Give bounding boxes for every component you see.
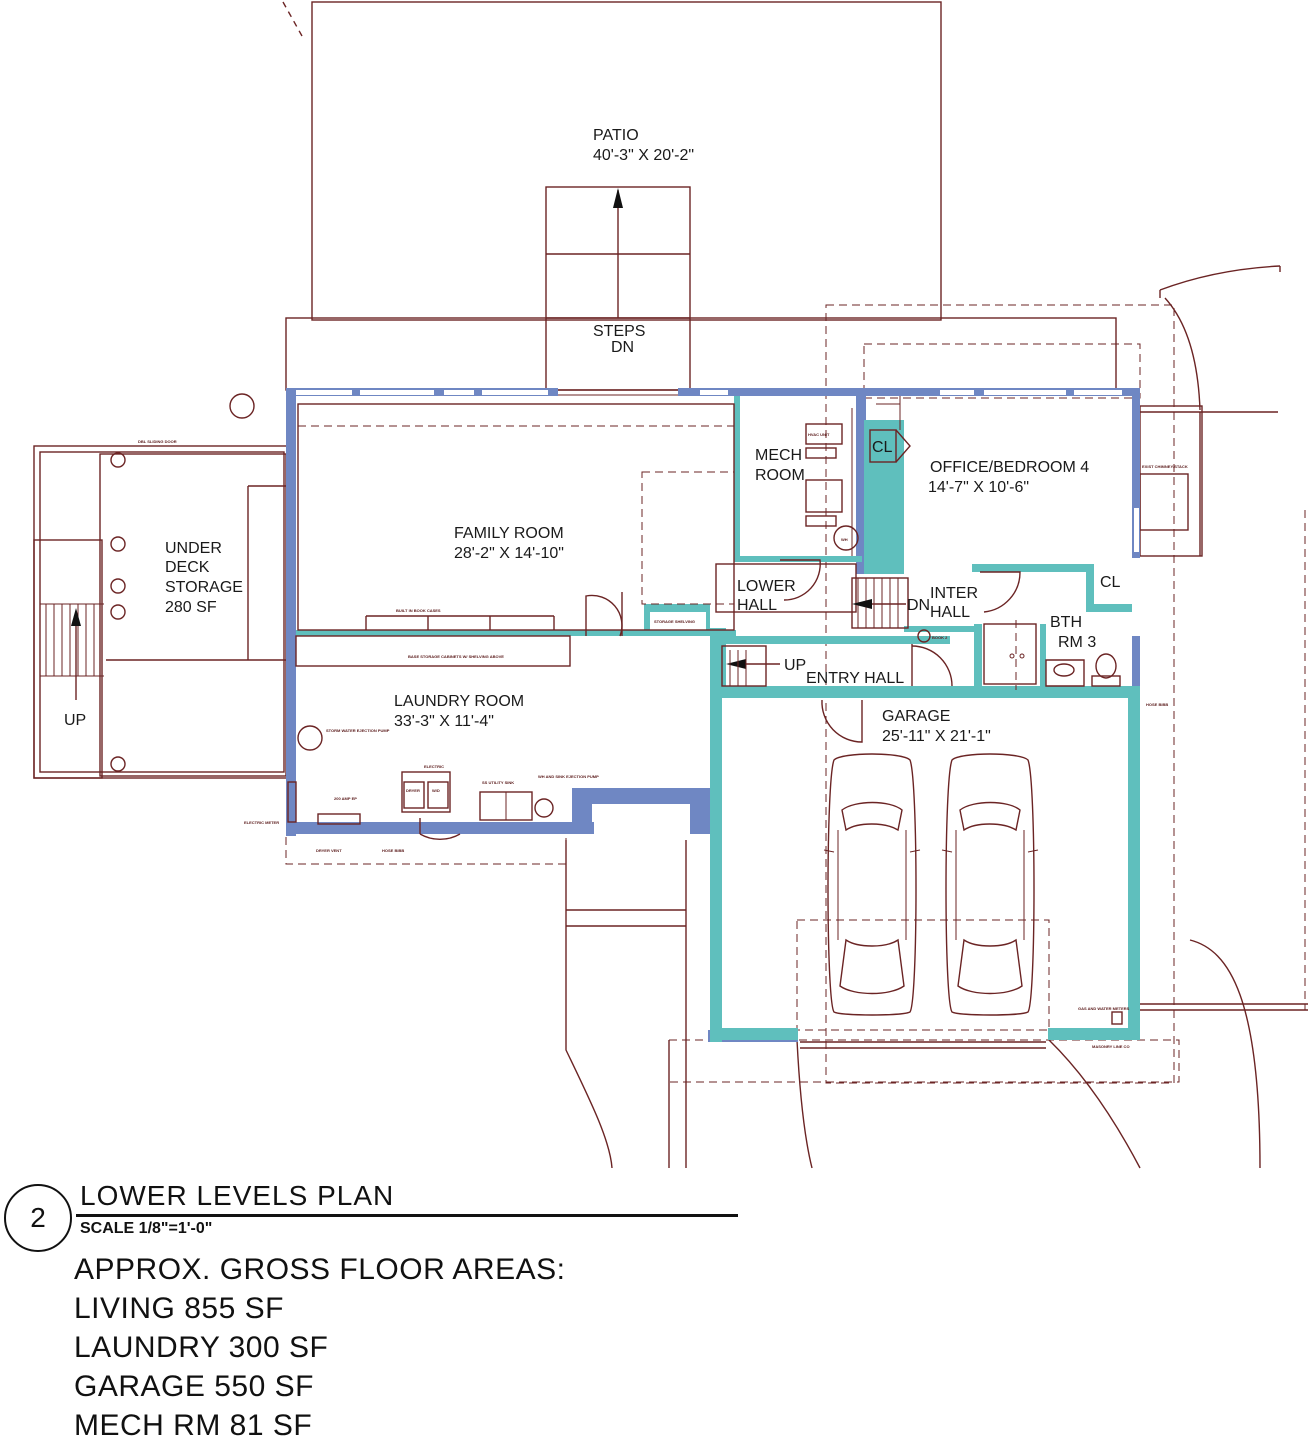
storage-shelving-note: STORAGE SHELVING [654, 619, 695, 624]
utility-sink-note: SS UTILITY SINK [482, 780, 514, 785]
area-item: LIVING 855 SF [74, 1292, 284, 1325]
under-deck-label-3: STORAGE [165, 579, 243, 596]
plan-number-circle: 2 [4, 1184, 72, 1252]
family-room-label: FAMILY ROOM [454, 525, 564, 542]
lower-hall-label-2: HALL [737, 597, 777, 614]
mech-room-label-2: ROOM [755, 467, 805, 484]
fixture-annotations: DBL SLIDING DOOR BUILT IN BOOK CASES BAS… [138, 432, 1188, 1049]
water-heater-note: WH [841, 537, 848, 542]
family-room-dims: 28'-2" X 14'-10" [454, 545, 564, 562]
teal-walls [296, 396, 1140, 1042]
hvac-note: HVAC UNIT [808, 432, 830, 437]
car-right [941, 753, 1039, 1016]
amp-note: 200 AMP EP [334, 796, 357, 801]
under-deck-label-2: DECK [165, 559, 210, 576]
ejection-pump-note: WH AND SINK EJECTION PUMP [538, 774, 599, 779]
stair-dn-label: DN [907, 597, 930, 614]
steps-dn-label: DN [611, 339, 634, 356]
garage-label: GARAGE [882, 708, 950, 725]
deck-up-label: UP [64, 712, 86, 729]
dryer-vent-note: DRYER VENT [316, 848, 342, 853]
inter-hall-label-2: HALL [930, 604, 970, 621]
electric-note: ELECTRIC [424, 764, 444, 769]
under-deck-area: 280 SF [165, 599, 217, 616]
gas-water-note: GAS AND WATER METERS [1078, 1006, 1130, 1011]
base-storage-note: BASE STORAGE CABINETS W/ SHELVING ABOVE [408, 654, 504, 659]
bath-label-2: RM 3 [1058, 634, 1096, 651]
patio-area [282, 1, 1117, 391]
garage-cars [800, 753, 1123, 1049]
mech-room-label-1: MECH [755, 447, 802, 464]
lower-hall-label-1: LOWER [737, 578, 796, 595]
interior-lines [295, 396, 1121, 743]
areas-heading: APPROX. GROSS FLOOR AREAS: [74, 1253, 566, 1286]
closet-label-bath: CL [1100, 574, 1121, 591]
area-item: MECH RM 81 SF [74, 1409, 313, 1442]
steps-label: STEPS [593, 323, 645, 340]
car-left [823, 753, 921, 1016]
title-rule [76, 1214, 738, 1217]
exterior-note: EXIST CHIMNEY/STACK [1142, 464, 1188, 469]
closet-label-office: CL [872, 439, 893, 456]
patio-dims: 40'-3" X 20'-2" [593, 147, 694, 164]
office-label: OFFICE/BEDROOM 4 [930, 459, 1089, 476]
gross-floor-areas: APPROX. GROSS FLOOR AREAS: LIVING 855 SF… [74, 1250, 565, 1445]
stair-note: BOOK 2 [932, 635, 948, 640]
sliding-door-note: DBL SLIDING DOOR [138, 439, 177, 444]
laundry-fixtures [287, 725, 554, 841]
masonry-note: MASONRY LINE CO [1092, 1044, 1130, 1049]
plan-scale: SCALE 1/8"=1'-0" [80, 1220, 213, 1237]
area-item: LAUNDRY 300 SF [74, 1331, 329, 1364]
bath-label-1: BTH [1050, 614, 1082, 631]
hose-bibb-note: HOSE BIBB [382, 848, 404, 853]
laundry-room-label: LAUNDRY ROOM [394, 693, 524, 710]
entry-hall-label: ENTRY HALL [806, 670, 904, 687]
room-labels: PATIO 40'-3" X 20'-2" STEPS DN UNDER DEC… [64, 127, 1121, 745]
site-outlines [285, 265, 1308, 1169]
entry-up-label: UP [784, 657, 806, 674]
laundry-room-dims: 33'-3" X 11'-4" [394, 713, 494, 730]
electric-meter-note: ELECTRIC METER [244, 820, 279, 825]
garage-dims: 25'-11" X 21'-1" [882, 728, 991, 745]
patio-label: PATIO [593, 127, 639, 144]
storm-pump-note: STORM WATER EJECTION PUMP [326, 728, 390, 733]
under-deck-label-1: UNDER [165, 540, 222, 557]
inter-hall-label-1: INTER [930, 585, 978, 602]
washer-note: W/D [432, 788, 440, 793]
deck-stair [40, 603, 104, 700]
title-block: 2 LOWER LEVELS PLAN SCALE 1/8"=1'-0" APP… [0, 1170, 760, 1442]
built-in-cases-note: BUILT IN BOOK CASES [396, 608, 441, 613]
plan-title: LOWER LEVELS PLAN [80, 1180, 395, 1211]
area-item: GARAGE 550 SF [74, 1370, 314, 1403]
hose-bibb-2-note: HOSE BIBB [1146, 702, 1168, 707]
office-dims: 14'-7" X 10'-6" [928, 479, 1029, 496]
dryer-note: DRYER [406, 788, 420, 793]
